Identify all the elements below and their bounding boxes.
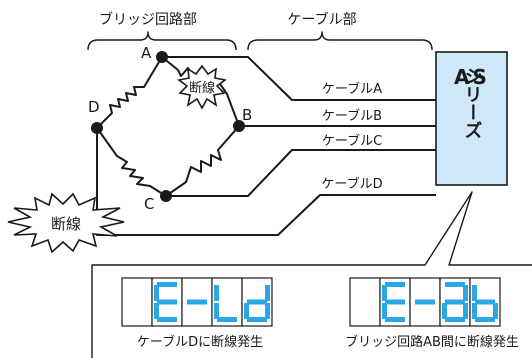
display-1-code <box>154 282 270 322</box>
segment-g <box>157 299 177 305</box>
device-title: AS <box>454 65 490 89</box>
segment-f <box>382 285 387 301</box>
segment-g <box>187 299 207 305</box>
segment-g <box>415 299 435 305</box>
node-label-d: D <box>88 98 100 116</box>
bridge-section-brace <box>87 31 237 51</box>
display-2-code <box>382 282 498 322</box>
bridge-edge-ad <box>96 56 163 129</box>
segment-a <box>445 282 465 287</box>
segment-e <box>442 303 447 319</box>
segment-a <box>385 282 405 287</box>
segment-g <box>385 299 405 305</box>
segment-c <box>493 303 498 319</box>
display-callout <box>91 191 532 358</box>
segment-d <box>157 317 177 322</box>
cable-a-wire <box>162 56 436 101</box>
segment-f <box>154 285 159 301</box>
cable-c-wire <box>166 149 436 197</box>
node-d <box>91 122 103 134</box>
display-2-caption: ブリッジ回路AB間に断線発生 <box>345 334 519 350</box>
cable-label-b: ケーブルB <box>322 108 382 124</box>
break-label-large: 断線 <box>51 215 81 233</box>
segment-e <box>154 303 159 319</box>
device-box <box>435 51 508 186</box>
break-burst-small <box>177 64 227 110</box>
segment-g <box>247 299 267 305</box>
node-c <box>160 190 172 202</box>
node-label-c: C <box>144 195 154 213</box>
node-label-a: A <box>141 44 152 62</box>
display-2-digit-1 <box>349 277 381 327</box>
segment-e <box>472 303 477 319</box>
segment-d <box>217 317 237 322</box>
device-subtitle: シリーズ <box>462 67 483 139</box>
segment-b <box>463 285 468 301</box>
node-a <box>156 51 168 63</box>
bridge-edge-dc <box>96 127 167 197</box>
display-2 <box>349 277 501 327</box>
bridge-section-label: ブリッジ回路部 <box>99 11 197 28</box>
cable-label-a: ケーブルA <box>322 81 382 97</box>
segment-g <box>475 299 495 305</box>
segment-b <box>265 285 270 301</box>
segment-f <box>472 285 477 301</box>
display-1-digit-1 <box>121 277 153 327</box>
cable-label-d: ケーブルD <box>321 176 382 192</box>
cable-section-brace <box>247 31 433 51</box>
bridge-edge-bc <box>165 125 240 197</box>
cable-label-c: ケーブルC <box>322 133 382 149</box>
segment-c <box>463 303 468 319</box>
segment-e <box>244 303 249 319</box>
cable-section-label: ケーブル部 <box>287 11 356 28</box>
display-1-caption: ケーブルDに断線発生 <box>137 334 263 350</box>
segment-d <box>385 317 405 322</box>
segment-e <box>382 303 387 319</box>
segment-e <box>214 303 219 319</box>
segment-d <box>247 317 267 322</box>
break-burst-large <box>7 192 125 254</box>
segment-d <box>445 317 465 322</box>
display-1 <box>121 277 273 327</box>
segment-a <box>157 282 177 287</box>
segment-d <box>475 317 495 322</box>
segment-f <box>214 285 219 301</box>
segment-g <box>445 299 465 305</box>
break-label-small: 断線 <box>189 80 215 96</box>
node-b <box>233 120 245 132</box>
cable-d-wire <box>96 128 436 236</box>
node-label-b: B <box>242 106 252 124</box>
segment-c <box>265 303 270 319</box>
